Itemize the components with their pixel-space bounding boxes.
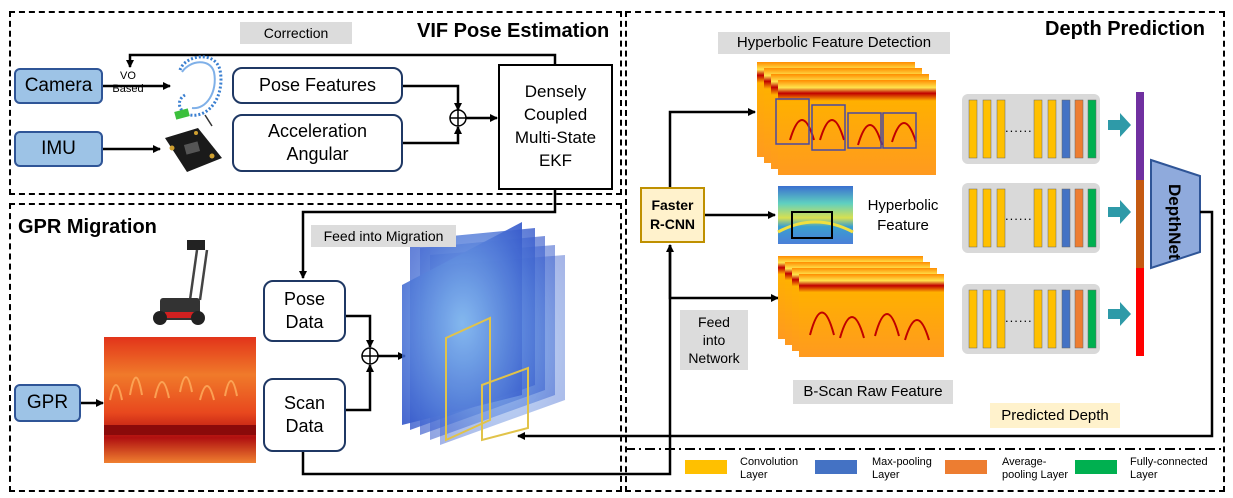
acceleration-angular-box: Acceleration Angular bbox=[232, 114, 403, 172]
network-layer-bar bbox=[982, 289, 992, 349]
camera-trajectory-icon bbox=[174, 55, 223, 127]
faster-rcnn-box: Faster R-CNN bbox=[640, 187, 705, 243]
legend-label-fullyconnected: Fully-connected Layer bbox=[1130, 456, 1208, 482]
network-layer-bar bbox=[1074, 188, 1084, 248]
camera-input: Camera bbox=[14, 68, 103, 104]
legend-swatch-maxpool bbox=[815, 460, 857, 474]
faster-rcnn-label: Faster R-CNN bbox=[649, 197, 696, 232]
network-dots-2: ...... bbox=[1005, 208, 1033, 223]
legend-label-avgpool: Average- pooling Layer bbox=[1002, 456, 1069, 482]
network-layer-bar bbox=[1061, 188, 1071, 248]
legend-label-maxpool: Max-pooling Layer bbox=[872, 456, 932, 482]
hyperbolic-detection-label: Hyperbolic Feature Detection bbox=[718, 32, 950, 54]
depth-section-frame bbox=[625, 11, 1225, 492]
vif-section-title: VIF Pose Estimation bbox=[417, 20, 610, 42]
feed-migration-label: Feed into Migration bbox=[311, 225, 456, 247]
gpr-radargram-image bbox=[104, 337, 256, 463]
network-layer-bar bbox=[996, 289, 1006, 349]
output-bar-brown bbox=[1136, 180, 1144, 268]
correction-label: Correction bbox=[240, 22, 352, 44]
hyperbolic-detection-stack bbox=[757, 62, 936, 175]
gpr-section-title: GPR Migration bbox=[18, 216, 157, 238]
network-layer-bar bbox=[1087, 289, 1097, 349]
output-bar-red bbox=[1136, 268, 1144, 356]
gpr-input: GPR bbox=[14, 384, 81, 422]
pose-features-box: Pose Features bbox=[232, 67, 403, 104]
network-layer-bar bbox=[1087, 188, 1097, 248]
imu-board-icon bbox=[165, 128, 222, 172]
network-layer-bar bbox=[968, 99, 978, 159]
network-layer-bar bbox=[1047, 99, 1057, 159]
bscan-raw-label: B-Scan Raw Feature bbox=[793, 380, 953, 404]
pose-data-box: Pose Data bbox=[263, 280, 346, 342]
hyperbolic-feature-label: Hyperbolic Feature bbox=[867, 197, 939, 235]
predicted-depth-label: Predicted Depth bbox=[990, 403, 1120, 428]
network-layer-bar bbox=[1033, 99, 1043, 159]
ekf-box: Densely Coupled Multi-State EKF bbox=[498, 64, 613, 190]
bscan-raw-stack bbox=[778, 256, 944, 357]
legend-swatch-convolution bbox=[685, 460, 727, 474]
depthnet-block bbox=[1150, 158, 1201, 270]
network-layer-bar bbox=[1033, 289, 1043, 349]
teal-arrows bbox=[1108, 113, 1131, 326]
network-layer-bar bbox=[1033, 188, 1043, 248]
network-layer-bar bbox=[996, 188, 1006, 248]
hyperbolic-feature-image bbox=[778, 186, 853, 244]
network-layer-bar bbox=[1061, 289, 1071, 349]
network-layer-bar bbox=[1047, 188, 1057, 248]
vo-based-label: VO Based bbox=[112, 70, 144, 95]
network-dots-3: ...... bbox=[1005, 310, 1033, 325]
imu-input: IMU bbox=[14, 131, 103, 167]
network-layer-bar bbox=[982, 188, 992, 248]
network-layer-bar bbox=[968, 289, 978, 349]
network-layer-bar bbox=[1074, 99, 1084, 159]
gpr-cart-icon bbox=[153, 240, 209, 325]
network-layer-bar bbox=[1074, 289, 1084, 349]
legend-swatch-avgpool bbox=[945, 460, 987, 474]
legend-label-convolution: Convolution Layer bbox=[740, 456, 799, 482]
legend-swatch-fullyconnected bbox=[1075, 460, 1117, 474]
network-layer-bar bbox=[968, 188, 978, 248]
network-dots-1: ...... bbox=[1005, 120, 1033, 135]
network-layer-bar bbox=[1061, 99, 1071, 159]
network-layer-bar bbox=[1087, 99, 1097, 159]
network-layer-bar bbox=[996, 99, 1006, 159]
network-layer-bar bbox=[1047, 289, 1057, 349]
feed-network-label: Feed into Network bbox=[680, 310, 748, 370]
network-layer-bar bbox=[982, 99, 992, 159]
scan-data-box: Scan Data bbox=[263, 378, 346, 452]
gpr-section-frame bbox=[9, 203, 622, 492]
depthnet-label: DepthNet bbox=[1165, 184, 1184, 260]
depth-section-title: Depth Prediction bbox=[1045, 18, 1206, 40]
vif-section-frame bbox=[9, 11, 622, 195]
migration-stack bbox=[402, 222, 565, 445]
output-bar-purple bbox=[1136, 92, 1144, 180]
